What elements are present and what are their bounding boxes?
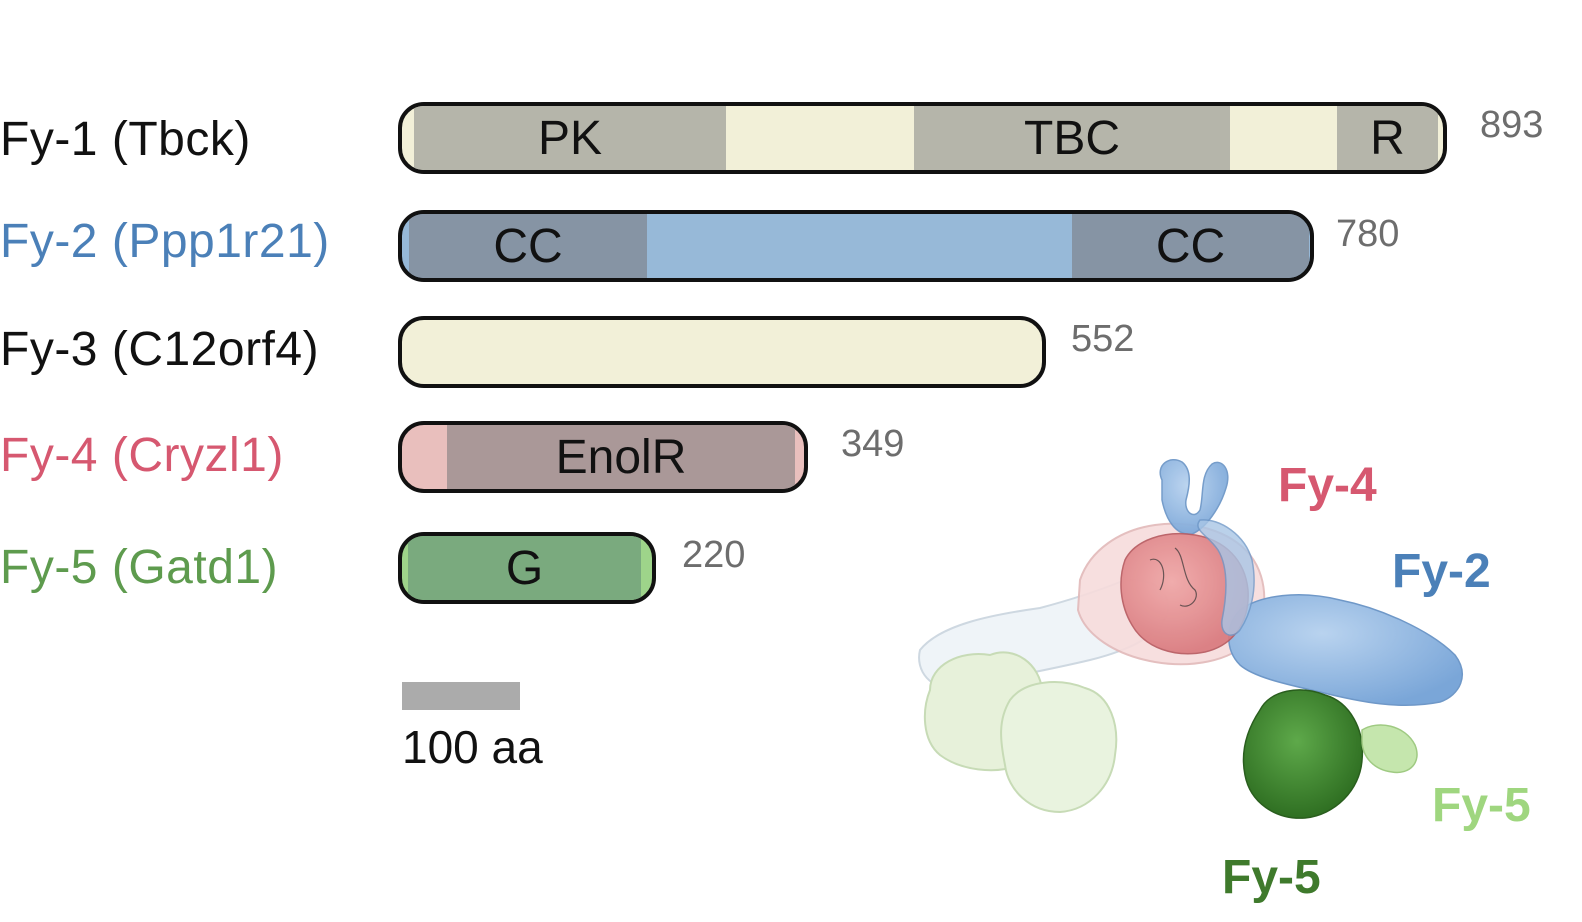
length-label-fy3: 552 (1071, 318, 1135, 360)
structure-label-fy2: Fy-2 (1392, 545, 1491, 598)
scale-bar (402, 682, 520, 710)
domain-fy1-tbc-1: TBC (914, 106, 1230, 170)
protein-bar-fy3 (398, 316, 1046, 388)
length-label-fy5: 220 (682, 534, 746, 576)
domain-fy1-r-2: R (1337, 106, 1438, 170)
protein-label-fy2: Fy-2 (Ppp1r21) (0, 215, 330, 268)
domain-fy2-cc-1: CC (1072, 214, 1309, 278)
protein-label-fy5: Fy-5 (Gatd1) (0, 541, 279, 594)
protein-label-fy1: Fy-1 (Tbck) (0, 113, 251, 166)
length-label-fy4: 349 (841, 423, 905, 465)
structure-label-fy5-dark: Fy-5 (1222, 851, 1321, 904)
structure-label-fy4: Fy-4 (1278, 459, 1377, 512)
complex-structure-illustration (918, 459, 1463, 819)
length-label-fy2: 780 (1336, 213, 1400, 255)
protein-bar-fy5: G (398, 532, 656, 604)
domain-fy5-g-0: G (408, 536, 641, 600)
structure-label-fy5-light: Fy-5 (1432, 779, 1531, 832)
protein-bar-fy2: CC CC (398, 210, 1314, 282)
scale-bar-label: 100 aa (402, 721, 543, 773)
protein-bar-fy1: PK TBC R (398, 102, 1447, 174)
protein-label-fy3: Fy-3 (C12orf4) (0, 323, 320, 376)
domain-fy2-cc-0: CC (409, 214, 647, 278)
domain-fy4-enolr-0: EnolR (447, 425, 795, 489)
protein-label-fy4: Fy-4 (Cryzl1) (0, 429, 284, 482)
domain-fy1-pk-0: PK (414, 106, 726, 170)
length-label-fy1: 893 (1480, 104, 1544, 146)
protein-bar-fy4: EnolR (398, 421, 808, 493)
